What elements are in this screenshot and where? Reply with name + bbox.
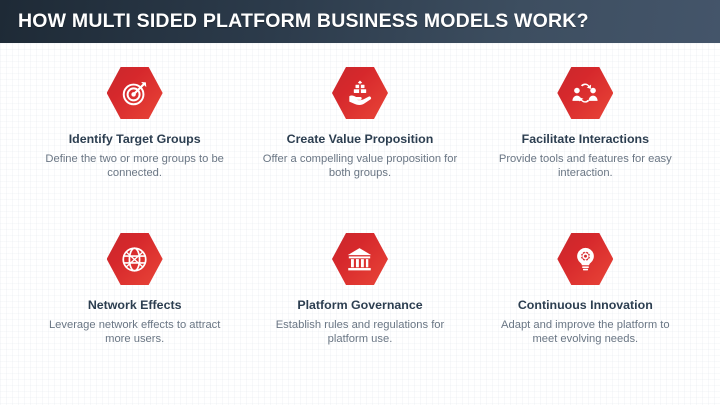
item-platform-governance[interactable]: Platform Governance Establish rules and … [247, 223, 472, 389]
item-title: Facilitate Interactions [521, 132, 650, 146]
people-exchange-icon [570, 78, 600, 108]
hexagon-badge [106, 67, 163, 119]
item-title: Create Value Proposition [286, 132, 434, 146]
institution-building-icon [345, 245, 374, 274]
hexagon-badge [106, 233, 163, 285]
item-identify-target-groups[interactable]: Identify Target Groups Define the two or… [22, 57, 247, 223]
item-description: Leverage network effects to attract more… [48, 318, 221, 346]
hand-holding-value-icon [345, 78, 375, 108]
item-description: Establish rules and regulations for plat… [275, 318, 445, 346]
item-title: Platform Governance [297, 298, 423, 312]
item-title: Network Effects [87, 298, 182, 312]
item-network-effects[interactable]: Network Effects Leverage network effects… [22, 223, 247, 389]
item-create-value-proposition[interactable]: Create Value Proposition Offer a compell… [247, 57, 472, 223]
item-title: Identify Target Groups [68, 132, 201, 146]
page-title: HOW MULTI SIDED PLATFORM BUSINESS MODELS… [18, 10, 589, 32]
hexagon-badge [331, 233, 388, 285]
globe-network-icon [120, 245, 149, 274]
hexagon-badge [331, 67, 388, 119]
item-description: Define the two or more groups to be conn… [45, 152, 224, 180]
hexagon-badge [557, 67, 614, 119]
header-bar: HOW MULTI SIDED PLATFORM BUSINESS MODELS… [0, 0, 720, 43]
target-arrow-icon [120, 78, 150, 108]
items-grid: Identify Target Groups Define the two or… [0, 43, 720, 405]
item-continuous-innovation[interactable]: Continuous Innovation Adapt and improve … [473, 223, 698, 389]
item-description: Adapt and improve the platform to meet e… [501, 318, 670, 346]
hexagon-badge [557, 233, 614, 285]
lightbulb-gear-icon [571, 245, 600, 274]
item-title: Continuous Innovation [517, 298, 653, 312]
item-description: Provide tools and features for easy inte… [498, 152, 672, 180]
item-facilitate-interactions[interactable]: Facilitate Interactions Provide tools an… [473, 57, 698, 223]
item-description: Offer a compelling value proposition for… [262, 152, 458, 180]
